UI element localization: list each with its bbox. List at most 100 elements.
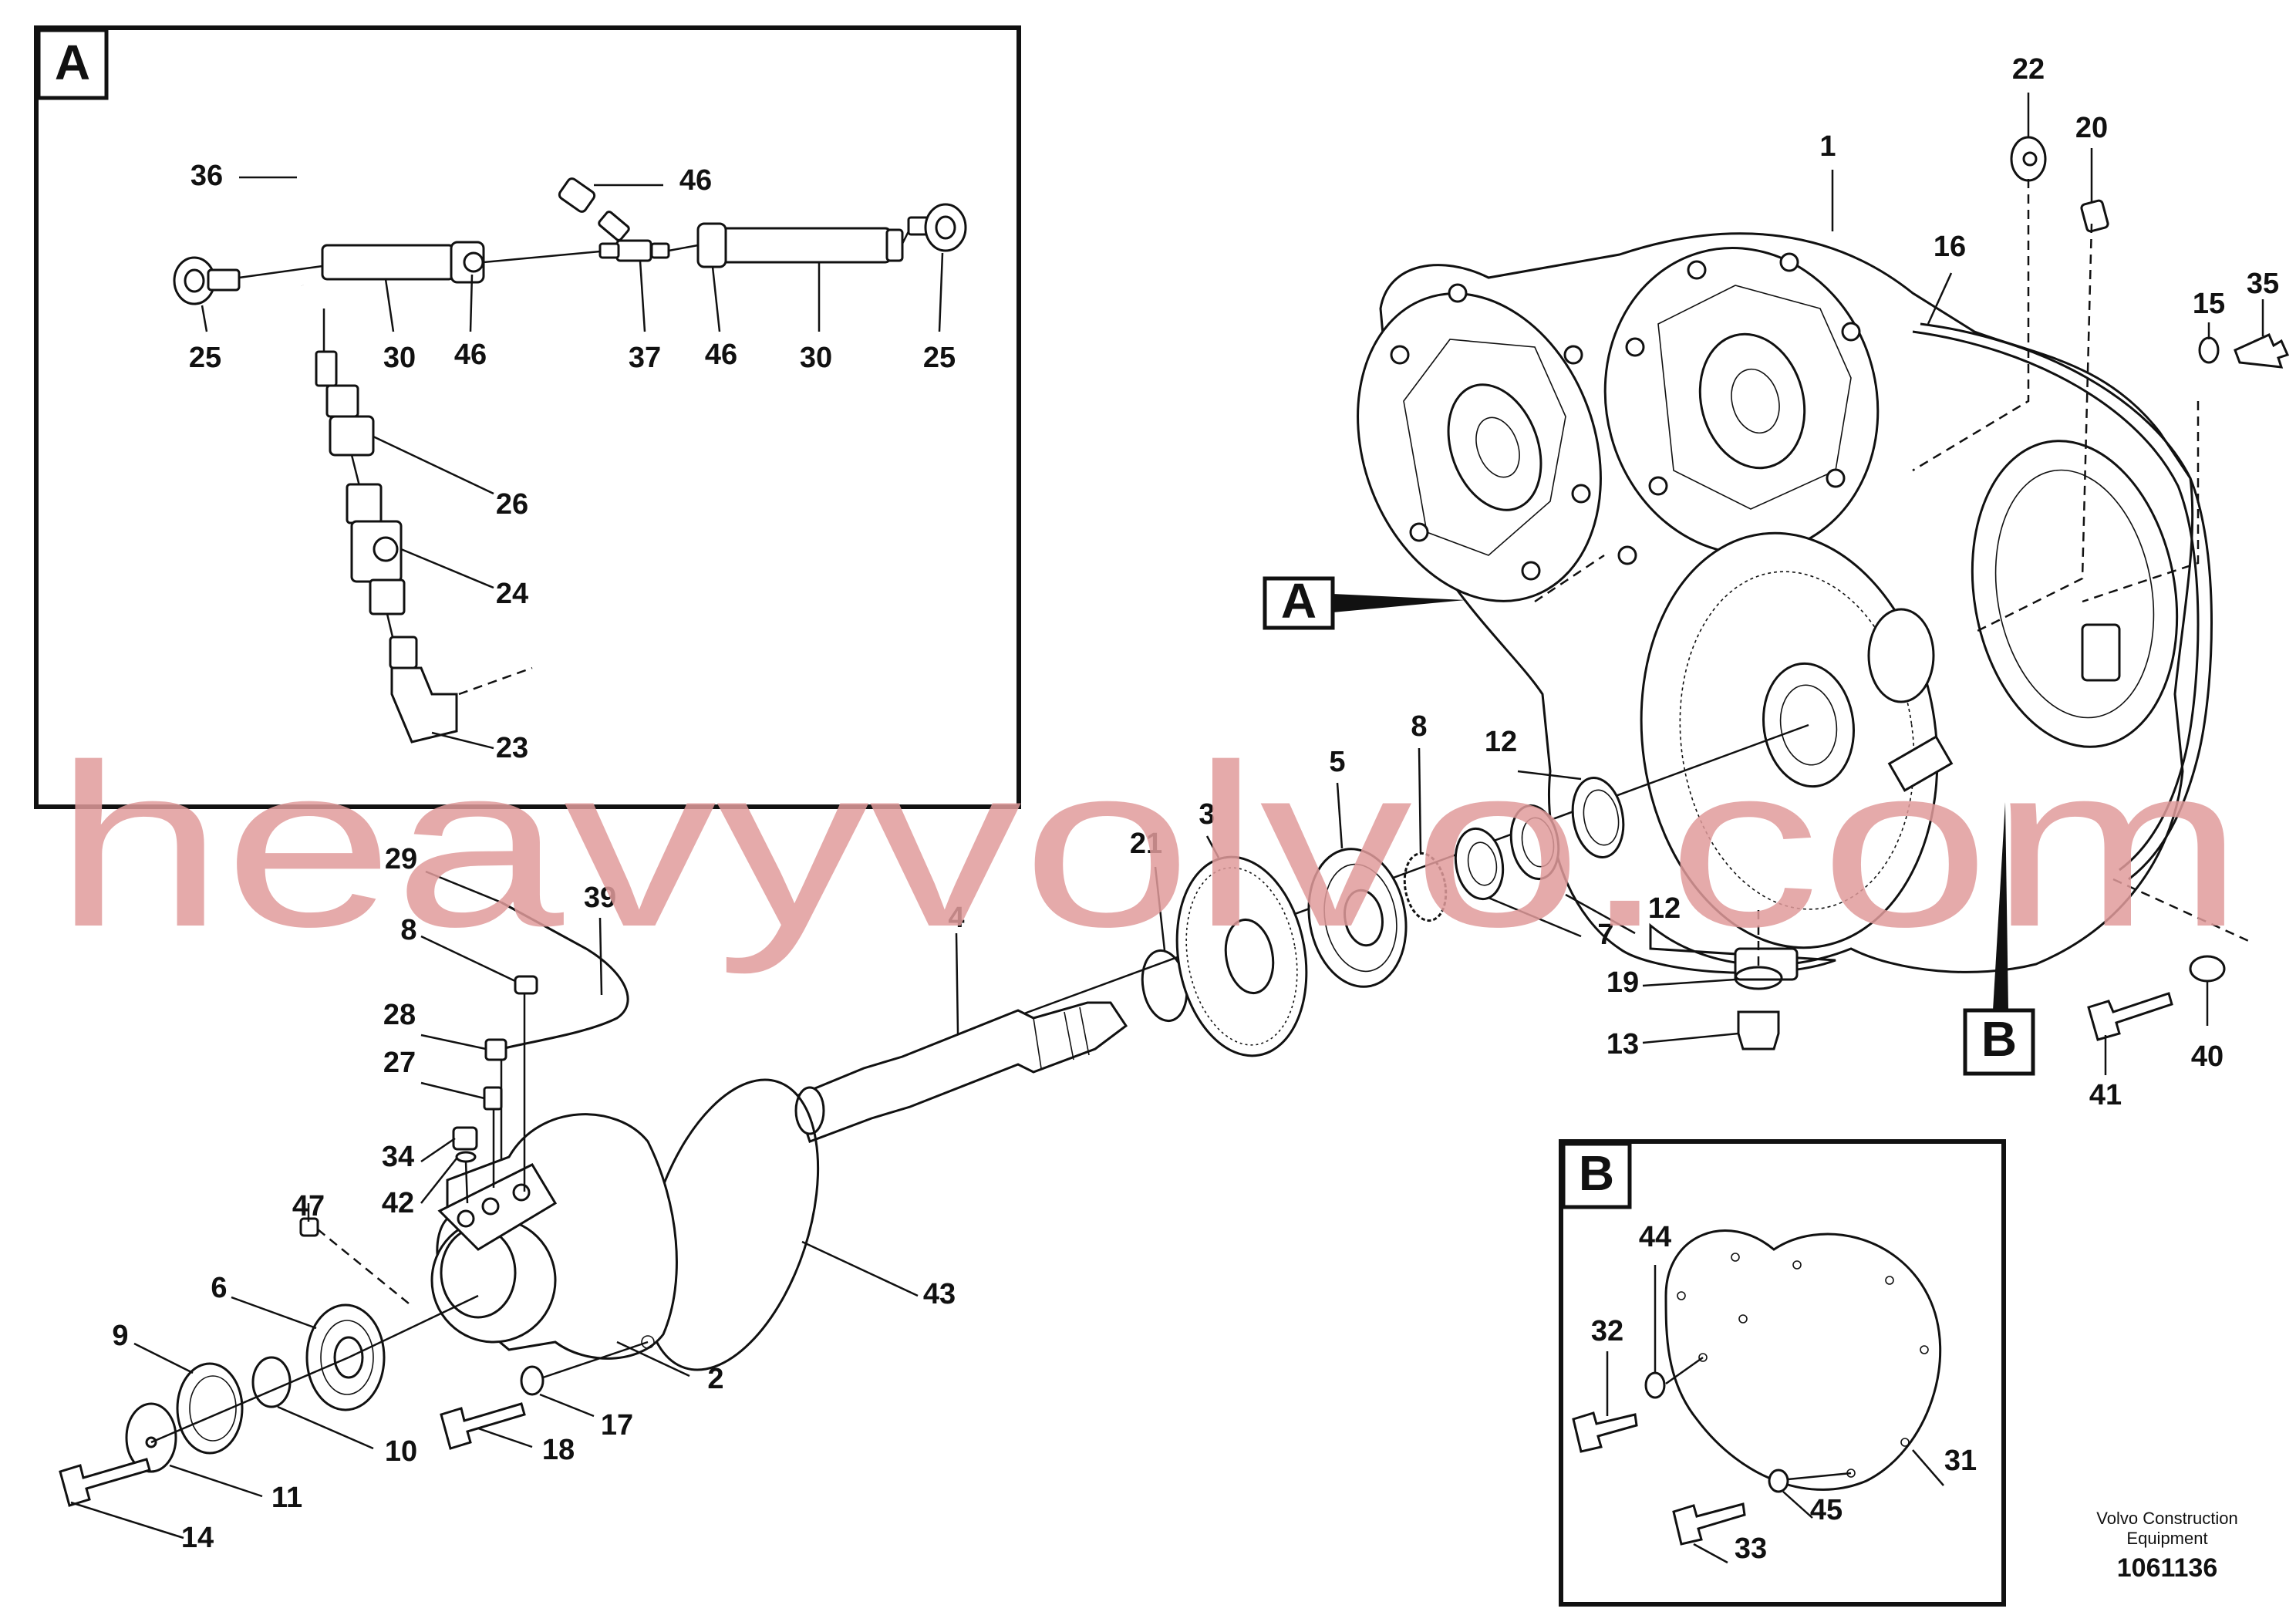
- leader-11: [169, 1464, 263, 1498]
- bolt-41: [2087, 992, 2173, 1041]
- callout-42: 42: [382, 1187, 414, 1219]
- callout-36: 36: [190, 160, 223, 192]
- fitting-37-tee: [615, 239, 652, 262]
- callout-19: 19: [1607, 966, 1639, 999]
- axis-bearing-6: [348, 1294, 479, 1359]
- callout-40: 40: [2191, 1040, 2224, 1073]
- line-34: [464, 1161, 469, 1204]
- line-bolt-40: [2112, 878, 2253, 944]
- callout-34: 34: [382, 1141, 414, 1173]
- housing-right-bore-inner: [1994, 469, 2155, 719]
- leader-10: [277, 1405, 374, 1450]
- pointer-b-arrow: [1993, 802, 2008, 1010]
- bolt-14: [59, 1458, 151, 1507]
- callout-35: 35: [2247, 268, 2279, 300]
- callout-27: 27: [383, 1047, 416, 1079]
- shaft-assembly: 21 3 4 5 8 12 12 7 43: [642, 710, 1809, 1371]
- leader-37: [639, 260, 646, 332]
- washer-15: [2198, 336, 2220, 364]
- cover-left-bore: [1447, 383, 1542, 511]
- line-washer-44: [1665, 1356, 1704, 1385]
- washer-17: [520, 1365, 544, 1396]
- tube-30-right: [711, 227, 892, 264]
- callout-7: 7: [1597, 919, 1613, 951]
- housing-small-bore: [1867, 608, 1935, 703]
- nut-7-bore: [1467, 841, 1498, 886]
- leader-2: [616, 1340, 690, 1378]
- callout-31: 31: [1944, 1445, 1977, 1477]
- callout-4: 4: [948, 902, 964, 934]
- credit-line-2: Equipment: [2126, 1529, 2207, 1548]
- axis-flange: [150, 1356, 349, 1444]
- banjo-25-left-hole: [184, 268, 205, 293]
- housing-boss-right: [2081, 623, 2121, 682]
- seal-9: [176, 1362, 244, 1455]
- lock-washer-8: [1403, 851, 1448, 922]
- callout-47: 47: [292, 1190, 325, 1222]
- leader-9: [133, 1342, 194, 1374]
- gear-3-hub: [1224, 918, 1275, 995]
- detail-b: B 32 44 31 33 45: [1559, 1139, 2006, 1607]
- callout-22: 22: [2012, 53, 2045, 86]
- leader-5: [1336, 782, 1344, 849]
- leader-34: [420, 1137, 456, 1163]
- housing-foot: [1734, 947, 1799, 981]
- hose-clamp-right: [558, 177, 596, 213]
- leader-18: [477, 1427, 533, 1448]
- bearing-5-race: [1323, 863, 1397, 973]
- leader-33: [1693, 1543, 1728, 1564]
- detail-a-tag-label: A: [55, 35, 90, 90]
- output-spline-inner: [1779, 684, 1838, 766]
- leader-46-left: [469, 274, 474, 332]
- seal-16-inner: [1912, 330, 2200, 872]
- callout-17: 17: [601, 1409, 633, 1442]
- bearing-5-bore: [1344, 889, 1384, 947]
- ring-10: [251, 1356, 292, 1408]
- callout-41: 41: [2089, 1079, 2122, 1111]
- callout-24: 24: [496, 578, 528, 610]
- plug-20: [2080, 199, 2109, 233]
- callout-21: 21: [1130, 828, 1162, 860]
- leader-25-right: [938, 252, 944, 332]
- callout-6: 6: [211, 1272, 227, 1304]
- callout-2: 2: [707, 1363, 723, 1395]
- callout-25: 25: [189, 342, 221, 374]
- leader-39: [598, 917, 603, 996]
- callout-10: 10: [385, 1435, 417, 1468]
- leader-19: [1642, 978, 1736, 987]
- plug-34: [452, 1126, 478, 1151]
- leader-25-left: [201, 305, 208, 332]
- callout-26: 26: [496, 488, 528, 521]
- dash-washer-15: [2082, 401, 2200, 603]
- callout-29: 29: [385, 843, 417, 875]
- washer-42: [455, 1151, 477, 1163]
- leader-43: [801, 1240, 919, 1297]
- cover-plate-31: [1664, 1229, 1942, 1491]
- cover-right-flange: [1657, 285, 1852, 510]
- cover-left-flange: [1403, 339, 1566, 556]
- leader-12-bottom: [1565, 893, 1636, 935]
- detail-a-frame: [34, 25, 1021, 809]
- callout-44: 44: [1639, 1221, 1671, 1253]
- line-banjo-left: [238, 265, 323, 279]
- bolt-18: [440, 1402, 526, 1450]
- elbow-23-top: [389, 636, 418, 669]
- fitting-28: [484, 1038, 507, 1061]
- shaft-4: [797, 1001, 1128, 1143]
- washer-22-hole: [2022, 151, 2038, 167]
- housing-fasteners: 22 20 1 16 15 35 19 13 40 41 A B: [1263, 53, 2290, 1111]
- shaft-4-spline-a: [1064, 1011, 1074, 1061]
- cover-right-spline: [1731, 368, 1780, 434]
- bolt-32: [1572, 1411, 1638, 1453]
- seal-16: [1920, 322, 2213, 881]
- valve-24-bottom: [369, 578, 406, 615]
- pipe-39: [501, 901, 629, 1050]
- line-47: [317, 1229, 410, 1304]
- cover-right-bore: [1698, 332, 1806, 470]
- leader-30-left: [384, 278, 395, 332]
- leader-23: [431, 731, 494, 750]
- dash-to-a: [1534, 554, 1605, 603]
- ring-gear-teeth: [1679, 571, 1915, 910]
- dash-washer-22: [1912, 179, 2030, 472]
